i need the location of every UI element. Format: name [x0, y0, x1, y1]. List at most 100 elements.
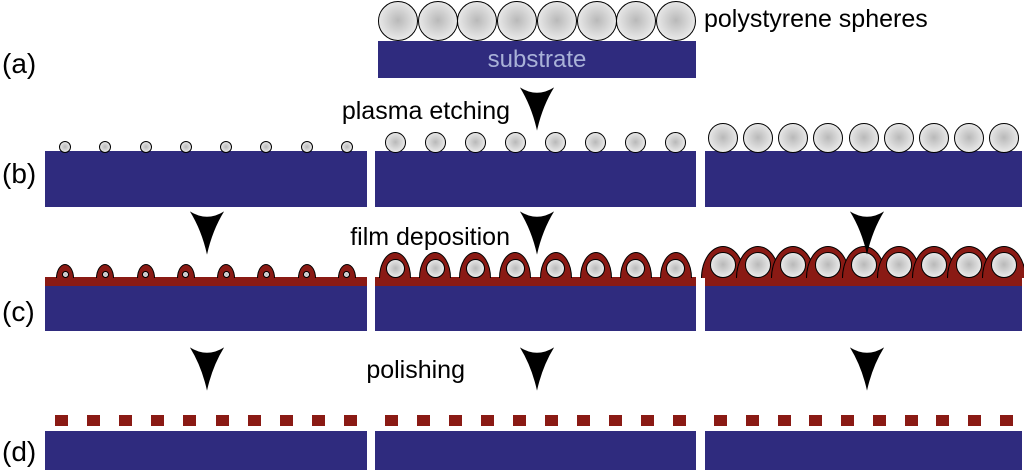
polystyrene-sphere: [417, 1, 458, 41]
film-coated-sphere: [56, 264, 75, 278]
substrate-d: [45, 431, 367, 470]
sphere-under-film: [780, 252, 807, 278]
polished-film-dot: [746, 415, 760, 426]
down-arrow-icon: [189, 211, 225, 255]
substrate-b: [45, 151, 367, 207]
sphere-under-film: [505, 259, 525, 278]
sphere-under-film: [343, 271, 351, 278]
etched-sphere: [300, 141, 313, 153]
polished-film-dot: [714, 415, 728, 426]
film-coated-sphere: [982, 246, 1024, 278]
polystyrene-sphere: [497, 1, 538, 41]
etched-sphere: [504, 132, 526, 153]
polished-film-dot: [344, 415, 358, 426]
sphere-under-film: [222, 271, 230, 278]
polished-film-dot: [512, 415, 526, 426]
polished-film-dot: [999, 415, 1013, 426]
sphere-under-film: [61, 271, 69, 278]
film-coated-sphere: [539, 252, 572, 278]
sphere-under-film: [626, 259, 646, 278]
etched-sphere: [545, 132, 567, 153]
film-coated-sphere: [176, 264, 195, 278]
sphere-under-film: [262, 271, 270, 278]
etched-sphere: [139, 141, 152, 153]
step-label-a: (a): [2, 48, 37, 79]
down-arrow-icon: [849, 347, 885, 391]
etched-sphere: [220, 141, 233, 153]
polishing-label: polishing: [366, 356, 465, 384]
etched-sphere: [424, 132, 446, 153]
sphere-under-film: [465, 259, 485, 278]
substrate-c: [45, 286, 367, 331]
film-layer: [45, 277, 367, 286]
polished-film-dot: [312, 415, 326, 426]
sphere-under-film: [425, 259, 445, 278]
polished-film-dot: [384, 415, 398, 426]
polished-film-dot: [151, 415, 165, 426]
etched-sphere: [778, 123, 809, 153]
etched-sphere: [707, 123, 738, 153]
polished-film-dot: [119, 415, 132, 426]
polystyrene-sphere: [457, 1, 498, 41]
down-arrow-icon: [189, 347, 225, 391]
etched-sphere: [260, 141, 273, 153]
substrate-b: [375, 151, 696, 207]
sphere-under-film: [885, 252, 912, 278]
film-coated-sphere: [579, 252, 612, 278]
film-coated-sphere: [459, 252, 492, 278]
etched-sphere: [742, 123, 773, 153]
polished-film-dot: [416, 415, 430, 426]
polished-film-dot: [54, 415, 68, 426]
sphere-under-film: [182, 271, 190, 278]
sphere-under-film: [142, 271, 150, 278]
sphere-under-film: [956, 252, 983, 278]
sphere-under-film: [991, 252, 1018, 278]
sphere-under-film: [303, 271, 311, 278]
polished-film-dot: [841, 415, 855, 426]
polished-film-dot: [967, 415, 981, 426]
step-label-b: (b): [2, 158, 37, 189]
substrate-b: [705, 151, 1022, 207]
sphere-under-film: [666, 259, 686, 278]
down-arrow-icon: [849, 211, 885, 255]
polished-film-dot: [480, 415, 494, 426]
polystyrene-sphere: [536, 1, 577, 41]
polished-film-dot: [936, 415, 950, 426]
polished-film-dot: [904, 415, 918, 426]
substrate-a: substrate: [378, 41, 696, 78]
substrate-d: [705, 431, 1022, 470]
film-deposition-label: film deposition: [350, 223, 510, 251]
sphere-under-film: [385, 259, 405, 278]
film-coated-sphere: [499, 252, 532, 278]
plasma-etching-label: plasma etching: [341, 97, 510, 125]
polished-film-dot: [609, 415, 623, 426]
etched-sphere: [179, 141, 192, 153]
sphere-under-film: [920, 252, 947, 278]
etched-sphere: [625, 132, 647, 153]
down-arrow-icon: [519, 211, 555, 255]
film-coated-sphere: [419, 252, 452, 278]
substrate-label: substrate: [487, 45, 587, 73]
polished-film-dot: [247, 415, 261, 426]
etched-sphere: [585, 132, 607, 153]
polystyrene-sphere: [616, 1, 657, 41]
polished-film-dot: [545, 415, 559, 426]
film-coated-sphere: [806, 246, 851, 278]
polished-film-dot: [577, 415, 591, 426]
polished-film-dot: [215, 415, 229, 426]
polished-film-dot: [809, 415, 823, 426]
etched-sphere: [464, 132, 486, 153]
film-layer: [705, 277, 1022, 286]
polystyrene-sphere: [576, 1, 617, 41]
polished-film-dot: [872, 415, 886, 426]
down-arrow-icon: [519, 87, 555, 131]
film-coated-sphere: [297, 264, 316, 278]
polished-film-dot: [86, 415, 100, 426]
etched-sphere: [665, 132, 687, 153]
film-coated-sphere: [379, 252, 412, 278]
sphere-under-film: [850, 252, 877, 278]
etched-sphere: [384, 132, 406, 153]
etched-sphere: [918, 123, 949, 153]
film-coated-sphere: [619, 252, 652, 278]
sphere-under-film: [586, 259, 606, 278]
